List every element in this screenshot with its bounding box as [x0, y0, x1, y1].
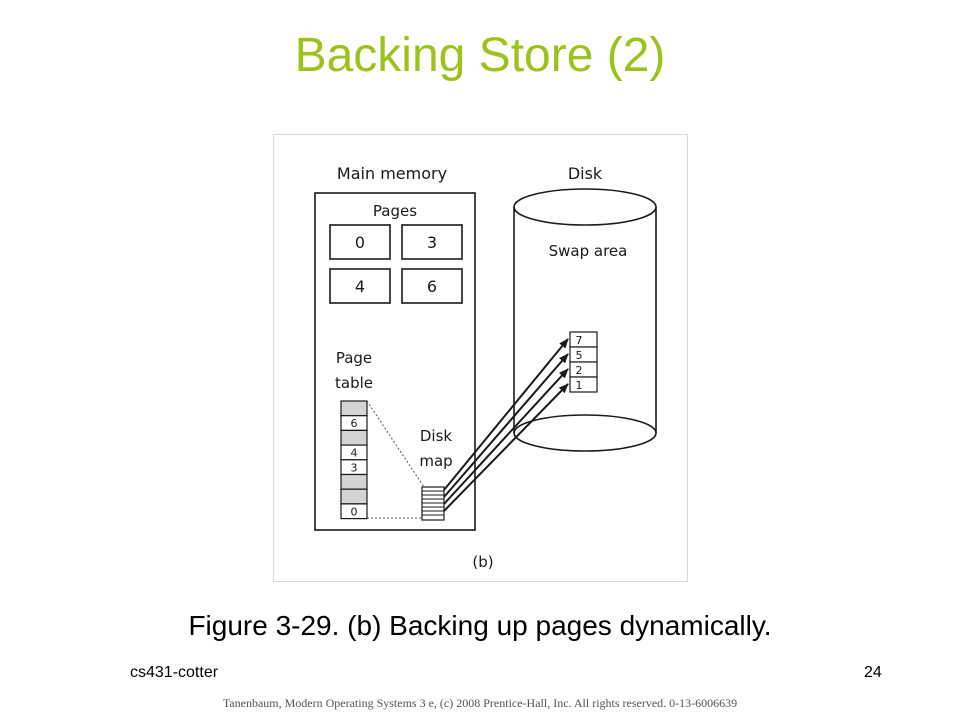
disk-map-label-line2: map: [419, 452, 452, 470]
page-table-entry: [340, 400, 368, 417]
page-number: 3: [427, 233, 437, 252]
page-number: 4: [355, 277, 365, 296]
disk-map-label-line1: Disk: [420, 427, 453, 445]
swap-slot: [569, 361, 598, 378]
page-table-entry-value: 6: [351, 417, 358, 430]
figure-caption: Figure 3-29. (b) Backing up pages dynami…: [188, 610, 772, 641]
page-table-label-line2: table: [335, 374, 373, 392]
mapping-arrow: [443, 383, 569, 512]
pages-label: Pages: [373, 202, 417, 220]
page-frame: [401, 268, 463, 304]
page-frame: [329, 224, 391, 260]
page-table-entry: [340, 488, 368, 505]
swap-area-label: Swap area: [549, 242, 628, 260]
swap-slot: [569, 376, 598, 393]
page-table: 6 43 0: [340, 400, 368, 520]
page-number: 6: [427, 277, 437, 296]
swap-slot-value: 5: [576, 349, 583, 362]
page-table-entry-value: 4: [351, 447, 358, 460]
mapping-arrow: [443, 368, 569, 505]
copyright-notice: Tanenbaum, Modern Operating Systems 3 e,…: [222, 696, 738, 710]
swap-slot-value: 1: [576, 379, 583, 392]
dotted-connector: [366, 400, 425, 488]
page-number: 0: [355, 233, 365, 252]
swap-slots: 7 5 2 1: [569, 331, 598, 393]
figure-label: (b): [472, 553, 493, 571]
swap-slot: [569, 331, 598, 348]
footer-course-label: cs431-cotter: [130, 664, 219, 681]
mapping-arrow: [443, 353, 569, 498]
slide-title: Backing Store (2): [294, 29, 666, 82]
page-frame: [401, 224, 463, 260]
swap-slot: [569, 346, 598, 363]
page-table-entry: [340, 429, 368, 446]
disk-map: [421, 486, 445, 521]
page-table-label-line1: Page: [336, 349, 372, 367]
page-table-entry-value: 3: [351, 461, 358, 474]
page-table-entry: [340, 503, 368, 520]
disk-label: Disk: [568, 164, 603, 183]
mapping-arrow: [443, 338, 569, 491]
page-table-entry: [340, 473, 368, 490]
backing-store-diagram: Main memory Pages 0 3 4 6 Page table 643…: [314, 164, 657, 571]
slide-number: 24: [864, 664, 882, 681]
swap-slot-value: 7: [576, 334, 583, 347]
page-table-entry-value: 0: [351, 505, 358, 518]
main-memory-label: Main memory: [337, 164, 447, 183]
page-frame: [329, 268, 391, 304]
disk-cylinder: [513, 188, 657, 452]
swap-slot-value: 2: [576, 364, 583, 377]
